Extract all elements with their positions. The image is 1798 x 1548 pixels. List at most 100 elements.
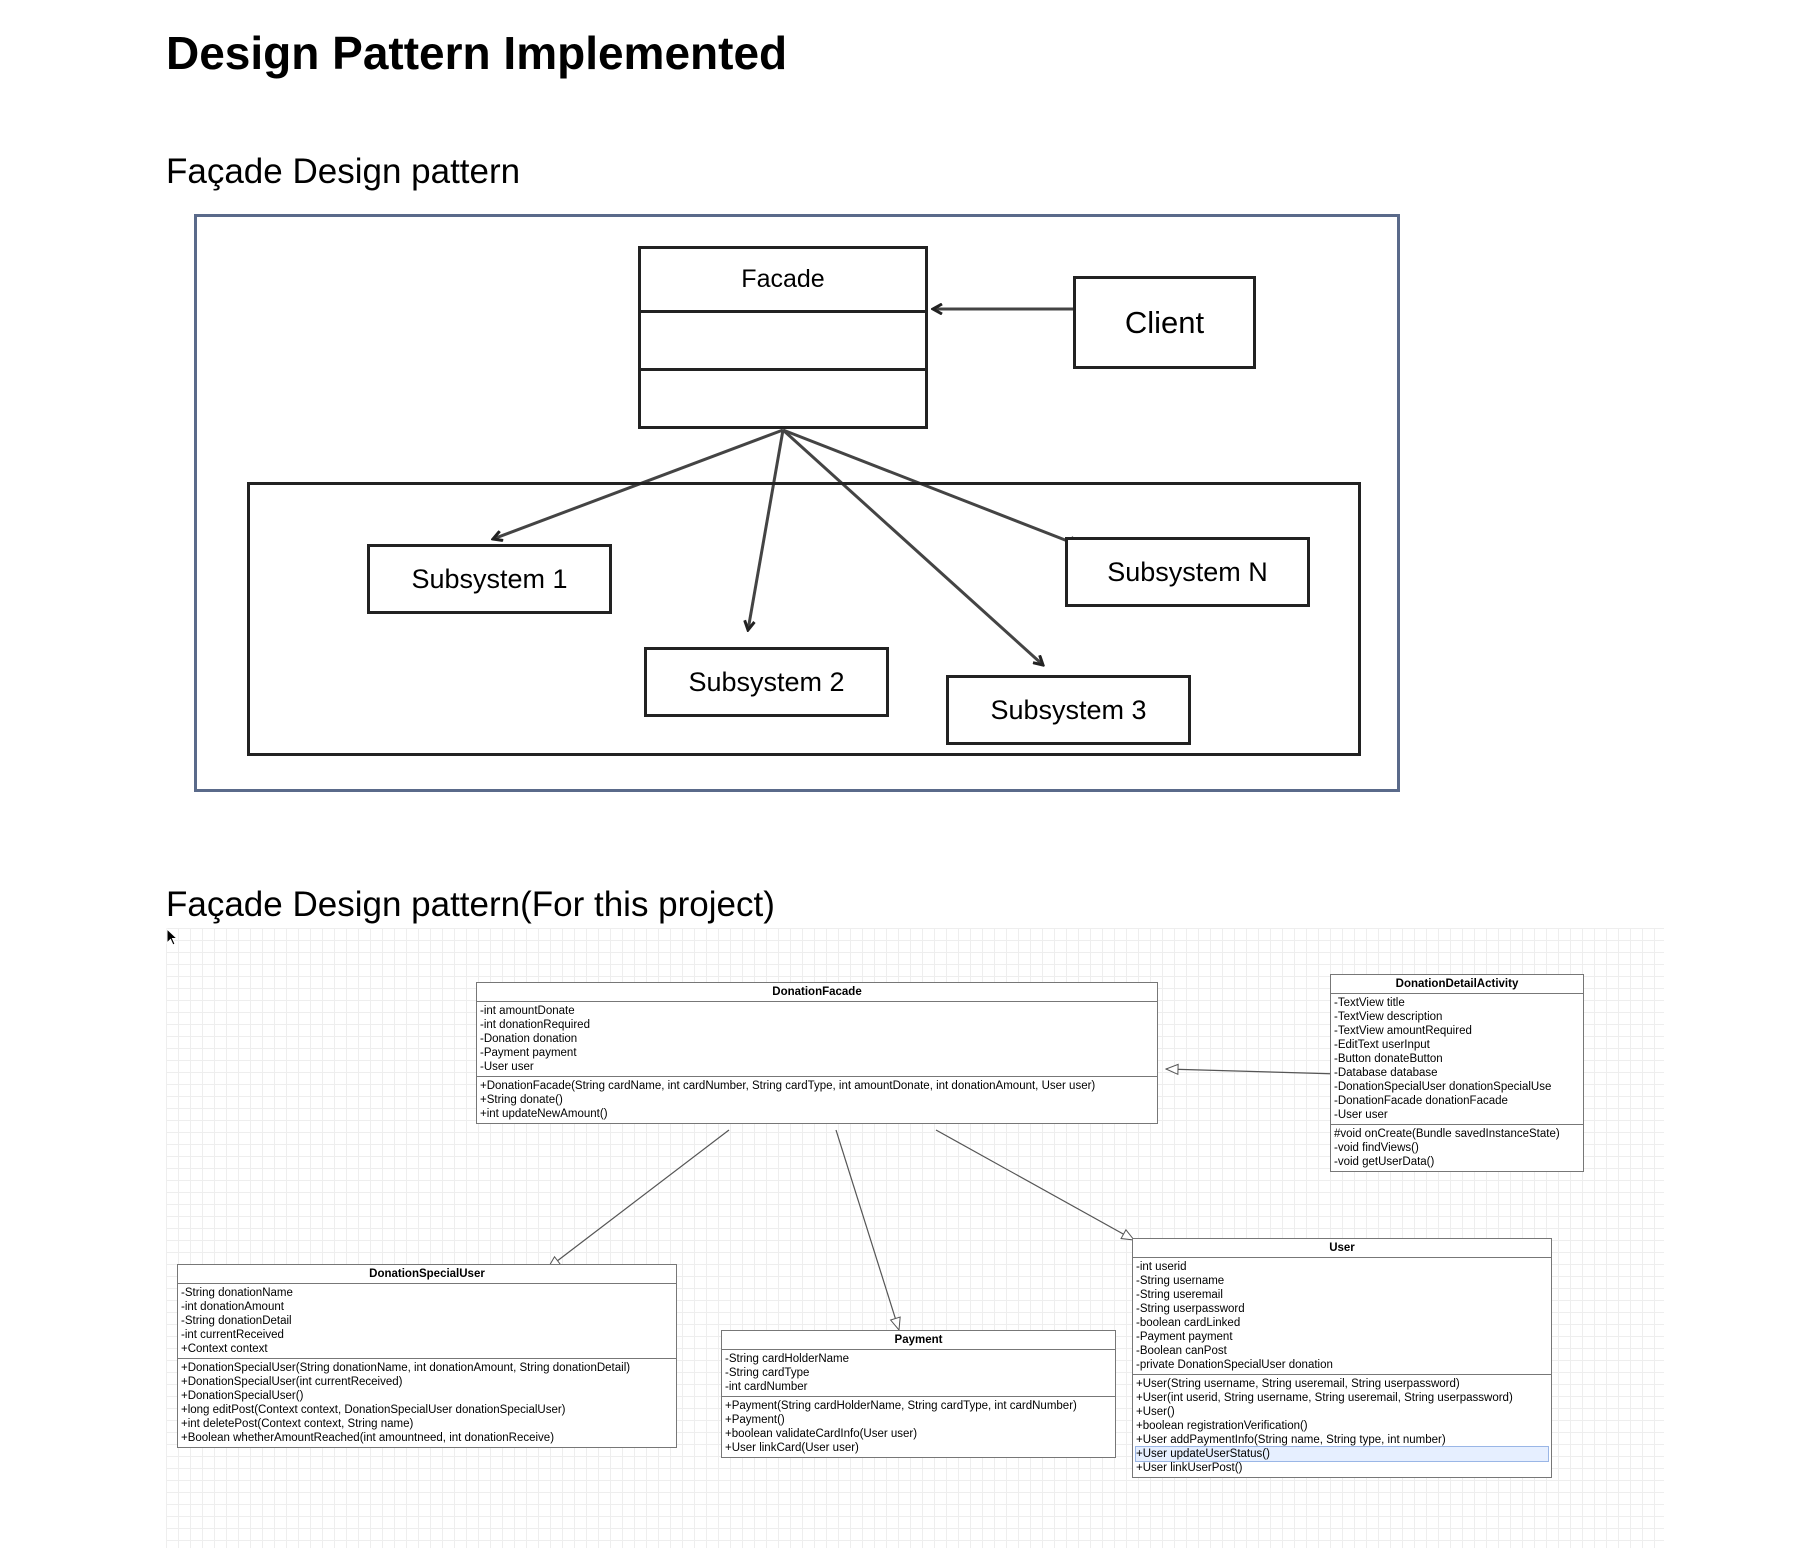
uml-operation: +User linkUserPost()	[1136, 1462, 1243, 1474]
uml-attribute: -TextView description	[1334, 1011, 1443, 1023]
uml-attribute: -boolean cardLinked	[1136, 1317, 1241, 1329]
uml-attribute: -int donationAmount	[181, 1301, 284, 1313]
uml-attribute: -int amountDonate	[480, 1005, 575, 1017]
facade-class-box: Facade	[638, 246, 928, 429]
uml-operation: +User addPaymentInfo(String name, String…	[1136, 1434, 1446, 1446]
section-title-project: Façade Design pattern(For this project)	[166, 885, 775, 924]
uml-operation: +DonationSpecialUser(int currentReceived…	[181, 1376, 403, 1388]
uml-attribute: -Donation donation	[480, 1033, 578, 1045]
uml-donationdetailactivity-operations: #void onCreate(Bundle savedInstanceState…	[1331, 1125, 1583, 1171]
uml-donationspecialuser-attributes: -String donationName -int donationAmount…	[178, 1284, 676, 1359]
subsystem-3-label: Subsystem 3	[990, 694, 1147, 725]
uml-attribute: -int currentReceived	[181, 1329, 284, 1341]
uml-donationfacade-operations: +DonationFacade(String cardName, int car…	[477, 1077, 1157, 1123]
uml-attribute: -DonationFacade donationFacade	[1334, 1095, 1508, 1107]
uml-attribute: +Context context	[181, 1343, 268, 1355]
uml-operation: +User(String username, String useremail,…	[1136, 1378, 1460, 1390]
facade-attributes-section	[641, 313, 925, 371]
uml-attribute: -TextView title	[1334, 997, 1405, 1009]
uml-payment-operations: +Payment(String cardHolderName, String c…	[722, 1397, 1115, 1457]
uml-donationdetailactivity-attributes: -TextView title -TextView description -T…	[1331, 994, 1583, 1125]
uml-operation: +DonationSpecialUser()	[181, 1390, 304, 1402]
uml-user-attributes: -int userid -String username -String use…	[1133, 1258, 1551, 1375]
uml-donationspecialuser-title: DonationSpecialUser	[178, 1265, 676, 1284]
subsystem-n-box: Subsystem N	[1065, 537, 1310, 607]
subsystem-2-box: Subsystem 2	[644, 647, 889, 717]
uml-operation: +long editPost(Context context, Donation…	[181, 1404, 566, 1416]
uml-attribute: -EditText userInput	[1334, 1039, 1430, 1051]
uml-attribute: -Button donateButton	[1334, 1053, 1443, 1065]
uml-attribute: -int donationRequired	[480, 1019, 590, 1031]
uml-attribute: -TextView amountRequired	[1334, 1025, 1472, 1037]
uml-operation-selected[interactable]: +User updateUserStatus()	[1135, 1446, 1549, 1462]
uml-donationdetailactivity: DonationDetailActivity -TextView title -…	[1330, 974, 1584, 1172]
uml-attribute: -String donationName	[181, 1287, 293, 1299]
uml-class-diagram: DonationFacade -int amountDonate -int do…	[166, 928, 1664, 1548]
uml-attribute: -String cardHolderName	[725, 1353, 849, 1365]
uml-operation: +DonationFacade(String cardName, int car…	[480, 1080, 1096, 1092]
uml-arrows	[166, 928, 1340, 1548]
uml-attribute: -int cardNumber	[725, 1381, 808, 1393]
uml-user-title: User	[1133, 1239, 1551, 1258]
uml-operation: +User()	[1136, 1406, 1175, 1418]
uml-attribute: -private DonationSpecialUser donation	[1136, 1359, 1333, 1371]
uml-attribute: -String username	[1136, 1275, 1225, 1287]
page-heading: Design Pattern Implemented	[166, 27, 788, 79]
subsystem-1-box: Subsystem 1	[367, 544, 612, 614]
diagram-arrows	[197, 217, 1397, 789]
uml-operation: +boolean registrationVerification()	[1136, 1420, 1308, 1432]
uml-operation: +User linkCard(User user)	[725, 1442, 859, 1454]
uml-attribute: -Database database	[1334, 1067, 1438, 1079]
section-title-facade: Façade Design pattern	[166, 152, 521, 191]
uml-donationfacade-attributes: -int amountDonate -int donationRequired …	[477, 1002, 1157, 1077]
uml-donationfacade-title: DonationFacade	[477, 983, 1157, 1002]
facade-label: Facade	[641, 249, 925, 313]
subsystems-frame	[247, 482, 1361, 756]
uml-attribute: -User user	[1334, 1109, 1388, 1121]
uml-operation: +Boolean whetherAmountReached(int amount…	[181, 1432, 555, 1444]
uml-user: User -int userid -String username -Strin…	[1132, 1238, 1552, 1478]
arrow-to-subsystem-2	[748, 429, 785, 630]
facade-to-payment-arrow	[835, 1129, 899, 1330]
uml-operation: +int updateNewAmount()	[480, 1108, 608, 1120]
facade-generic-diagram: Facade Client Subsystem 1 Subsystem 2 Su…	[194, 214, 1400, 792]
uml-attribute: -String userpassword	[1136, 1303, 1245, 1315]
uml-donationdetailactivity-title: DonationDetailActivity	[1331, 975, 1583, 994]
activity-to-facade-arrow	[1166, 1069, 1340, 1074]
client-label: Client	[1124, 304, 1205, 340]
uml-attribute: -Boolean canPost	[1136, 1345, 1227, 1357]
uml-donationfacade: DonationFacade -int amountDonate -int do…	[476, 982, 1158, 1124]
uml-attribute: -Payment payment	[1136, 1331, 1233, 1343]
uml-attribute: -String donationDetail	[181, 1315, 292, 1327]
uml-payment-title: Payment	[722, 1331, 1115, 1350]
uml-user-operations: +User(String username, String useremail,…	[1133, 1375, 1551, 1477]
uml-payment-attributes: -String cardHolderName -String cardType …	[722, 1350, 1115, 1397]
uml-operation: #void onCreate(Bundle savedInstanceState…	[1334, 1128, 1560, 1140]
uml-attribute: -String useremail	[1136, 1289, 1223, 1301]
subsystem-3-box: Subsystem 3	[946, 675, 1191, 745]
uml-operation: +User(int userid, String username, Strin…	[1136, 1392, 1513, 1404]
uml-attribute: -User user	[480, 1061, 534, 1073]
uml-donationspecialuser-operations: +DonationSpecialUser(String donationName…	[178, 1359, 676, 1447]
uml-payment: Payment -String cardHolderName -String c…	[721, 1330, 1116, 1458]
uml-operation: -void getUserData()	[1334, 1156, 1435, 1168]
uml-operation: +boolean validateCardInfo(User user)	[725, 1428, 918, 1440]
arrow-to-subsystem-n	[782, 428, 1078, 545]
uml-attribute: -Payment payment	[480, 1047, 577, 1059]
subsystem-n-label: Subsystem N	[1107, 556, 1268, 587]
facade-to-specialuser-arrow	[548, 1129, 730, 1268]
uml-operation: +Payment()	[725, 1414, 785, 1426]
uml-attribute: -String cardType	[725, 1367, 810, 1379]
subsystem-2-label: Subsystem 2	[688, 666, 845, 697]
facade-to-user-arrow	[935, 1129, 1134, 1240]
uml-attribute: -int userid	[1136, 1261, 1187, 1273]
arrow-to-subsystem-3	[781, 428, 1043, 665]
client-box: Client	[1073, 276, 1256, 369]
uml-operation: +DonationSpecialUser(String donationName…	[181, 1362, 631, 1374]
uml-operation: +Payment(String cardHolderName, String c…	[725, 1400, 1077, 1412]
uml-donationspecialuser: DonationSpecialUser -String donationName…	[177, 1264, 677, 1448]
subsystem-1-label: Subsystem 1	[411, 563, 568, 594]
uml-attribute: -DonationSpecialUser donationSpecialUse	[1334, 1081, 1552, 1093]
mouse-cursor-icon	[166, 928, 179, 946]
uml-operation: +int deletePost(Context context, String …	[181, 1418, 414, 1430]
